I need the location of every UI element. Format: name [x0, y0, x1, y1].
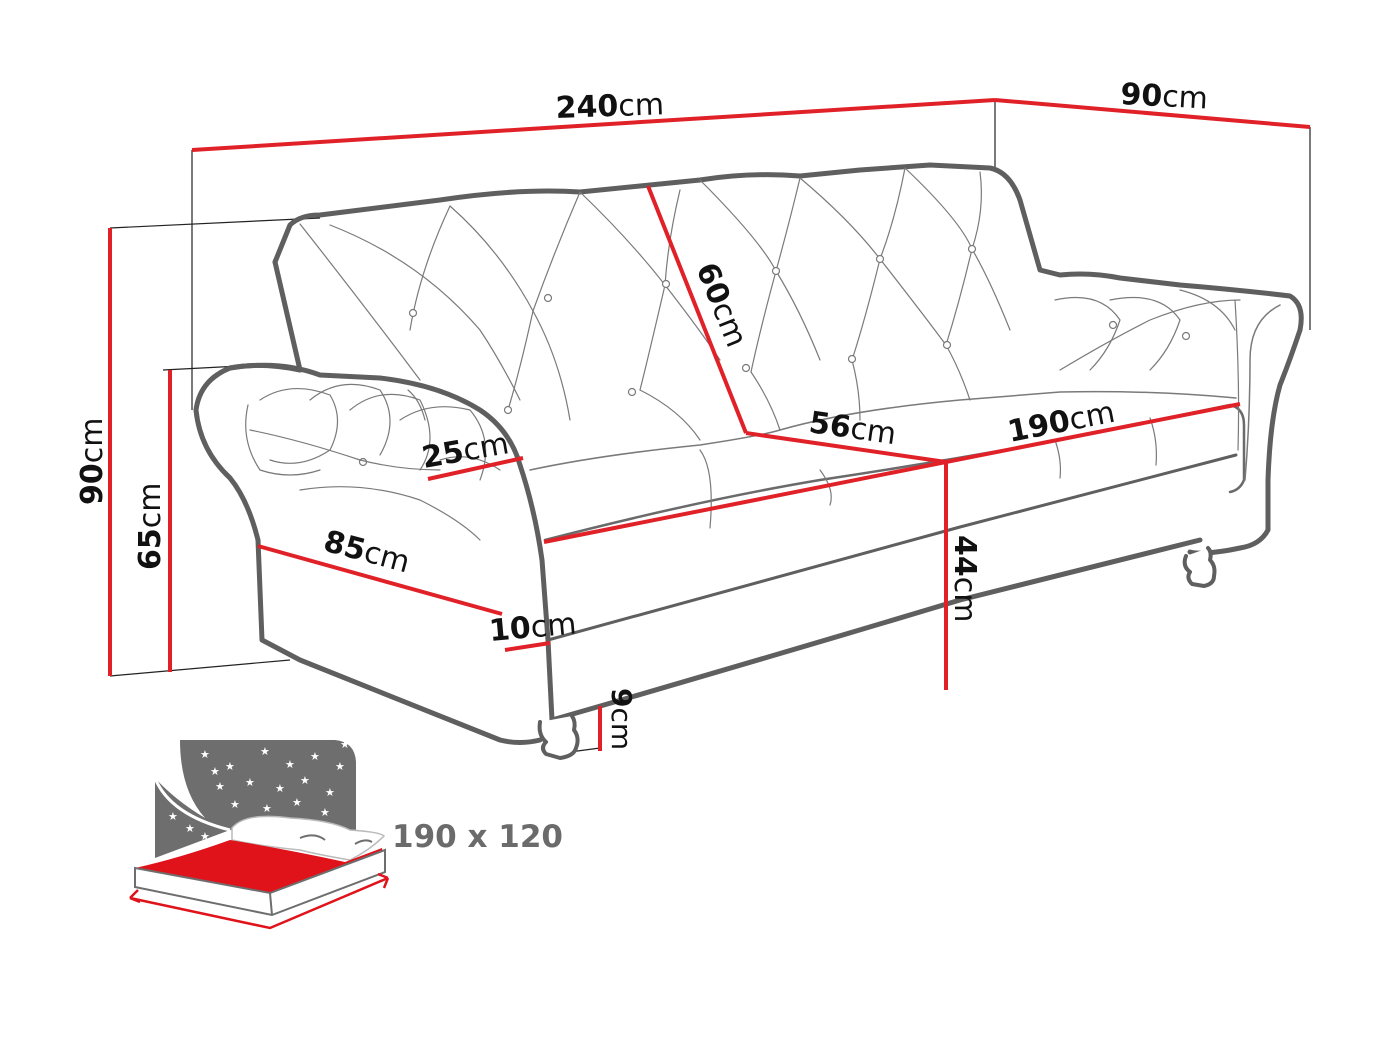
svg-text:240cm: 240cm	[555, 87, 664, 126]
svg-text:★: ★	[320, 806, 330, 819]
svg-text:60cm: 60cm	[689, 258, 754, 352]
stars: ★★★ ★★★ ★★★ ★★★ ★★★ ★★★ ★★	[168, 738, 350, 843]
svg-text:★: ★	[200, 748, 210, 761]
svg-text:65cm: 65cm	[133, 483, 168, 570]
svg-text:90cm: 90cm	[1120, 77, 1209, 117]
svg-text:★: ★	[335, 760, 345, 773]
label-armrest-height: 65cm	[133, 483, 168, 570]
label-leg-height: 9cm	[605, 688, 638, 750]
label-seat-width: 190cm	[1005, 395, 1118, 450]
front-leg	[537, 714, 580, 760]
svg-text:10cm: 10cm	[488, 606, 578, 648]
dim-line-seat-width	[945, 402, 1241, 464]
label-armrest-front: 10cm	[488, 606, 578, 648]
svg-text:★: ★	[340, 738, 350, 751]
dim-line-seat-front	[543, 460, 947, 544]
svg-text:25cm: 25cm	[419, 426, 511, 476]
svg-text:★: ★	[300, 774, 310, 787]
label-armrest-width: 25cm	[419, 426, 511, 476]
dim-line-seat-depth	[745, 431, 947, 464]
back-leg	[1182, 546, 1217, 588]
svg-text:★: ★	[260, 745, 270, 758]
bed-with-night-sky-icon: ★★★ ★★★ ★★★ ★★★ ★★★ ★★★ ★★	[129, 738, 390, 930]
svg-text:★: ★	[215, 780, 225, 793]
dim-line-total-depth	[994, 98, 1311, 129]
svg-text:56cm: 56cm	[807, 405, 898, 452]
svg-text:★: ★	[275, 782, 285, 795]
dim-line-armrest-width	[427, 456, 524, 481]
svg-text:★: ★	[310, 750, 320, 763]
dim-line-total-width	[191, 98, 996, 152]
svg-text:★: ★	[168, 810, 178, 823]
svg-text:★: ★	[285, 758, 295, 771]
svg-text:★: ★	[292, 796, 302, 809]
svg-text:★: ★	[230, 798, 240, 811]
svg-text:★: ★	[200, 830, 210, 843]
sofa-illustration	[193, 162, 1304, 760]
svg-text:★: ★	[210, 765, 220, 778]
svg-text:90cm: 90cm	[75, 418, 110, 505]
label-total-height: 90cm	[75, 418, 110, 505]
label-seat-height: 44cm	[947, 535, 982, 622]
svg-text:★: ★	[185, 822, 195, 835]
svg-text:★: ★	[262, 802, 272, 815]
label-total-depth: 90cm	[1120, 77, 1209, 117]
svg-text:9cm: 9cm	[605, 688, 638, 750]
dimension-lines	[108, 98, 1311, 751]
dim-line-armrest-front	[504, 641, 551, 652]
sleeping-area-label: 190 x 120	[392, 819, 563, 855]
label-backrest-height: 60cm	[689, 258, 754, 352]
dim-line-backrest-height	[646, 185, 748, 434]
dim-line-armrest-depth	[257, 544, 503, 616]
svg-text:★: ★	[225, 760, 235, 773]
svg-text:44cm: 44cm	[947, 535, 982, 622]
svg-text:190cm: 190cm	[1005, 395, 1118, 450]
svg-text:★: ★	[325, 786, 335, 799]
svg-text:★: ★	[245, 776, 255, 789]
extension-lines	[109, 100, 1311, 753]
svg-text:85cm: 85cm	[320, 524, 414, 580]
label-total-width: 240cm	[555, 87, 664, 126]
label-seat-depth: 56cm	[807, 405, 898, 452]
label-armrest-depth: 85cm	[320, 524, 414, 580]
